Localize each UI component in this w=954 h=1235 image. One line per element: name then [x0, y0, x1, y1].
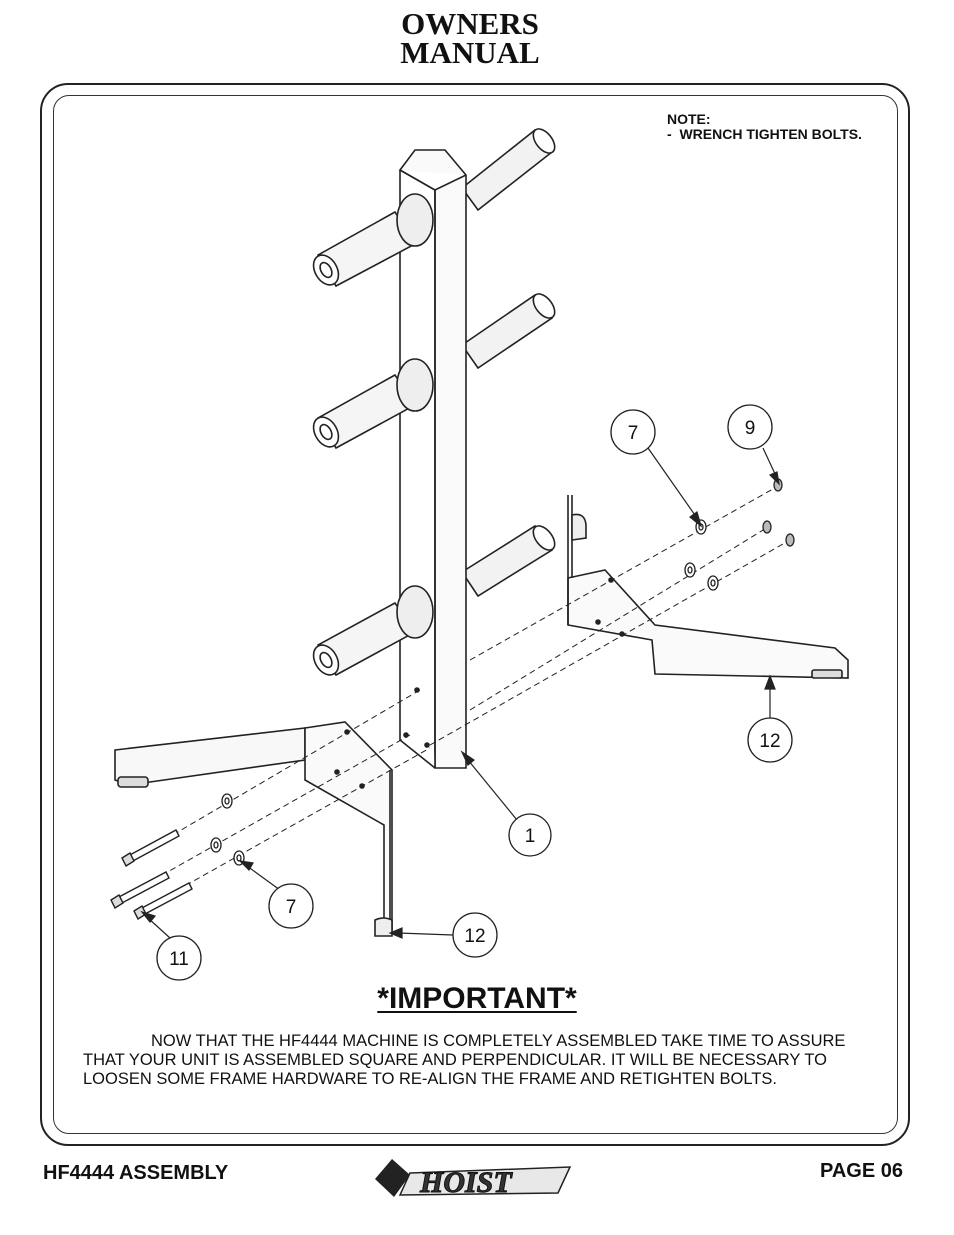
footer-page-number: PAGE 06 [820, 1160, 903, 1182]
callout-circle-9 [727, 404, 773, 450]
footer-model-label: HF4444 ASSEMBLY [43, 1162, 229, 1184]
hoist-logo: HOIST [375, 1159, 572, 1200]
callout-circle-7-lower [268, 883, 314, 929]
back-horn-top [460, 128, 556, 212]
front-horn-middle [312, 358, 434, 450]
callout-circle-7-upper [610, 409, 656, 455]
callout-label-7-upper: 7 [628, 423, 639, 444]
callout-circle-1 [508, 813, 552, 857]
title-line-2: MANUAL [400, 35, 540, 70]
important-heading: *IMPORTANT* [377, 982, 577, 1015]
svg-text:HOIST: HOIST [419, 1166, 513, 1199]
callout-circle-12-lower [452, 912, 498, 958]
callout-label-1: 1 [525, 826, 536, 847]
back-horn-bottom [460, 524, 556, 598]
callout-label-7-lower: 7 [286, 897, 297, 918]
callout-label-12-right: 12 [759, 731, 780, 752]
front-horn-bottom [312, 585, 434, 677]
page-border-outer [40, 83, 910, 1146]
front-horn-top [312, 193, 434, 288]
important-paragraph: NOW THAT THE HF4444 MACHINE IS COMPLETEL… [83, 1032, 863, 1089]
page-border-inner [53, 95, 898, 1134]
callout-circle-12-right [747, 717, 793, 763]
back-horn-middle [460, 293, 556, 370]
left-base-leg [114, 721, 393, 937]
callout-label-12-lower: 12 [464, 926, 485, 947]
callout-label-9: 9 [745, 418, 756, 439]
callout-circle-11 [156, 935, 202, 981]
note-text: NOTE: - WRENCH TIGHTEN BOLTS. [667, 111, 862, 142]
important-body: NOW THAT THE HF4444 MACHINE IS COMPLETEL… [83, 1032, 846, 1088]
title-line-1: OWNERS [401, 6, 539, 41]
right-base-leg [567, 495, 849, 679]
callout-label-11: 11 [169, 949, 189, 970]
